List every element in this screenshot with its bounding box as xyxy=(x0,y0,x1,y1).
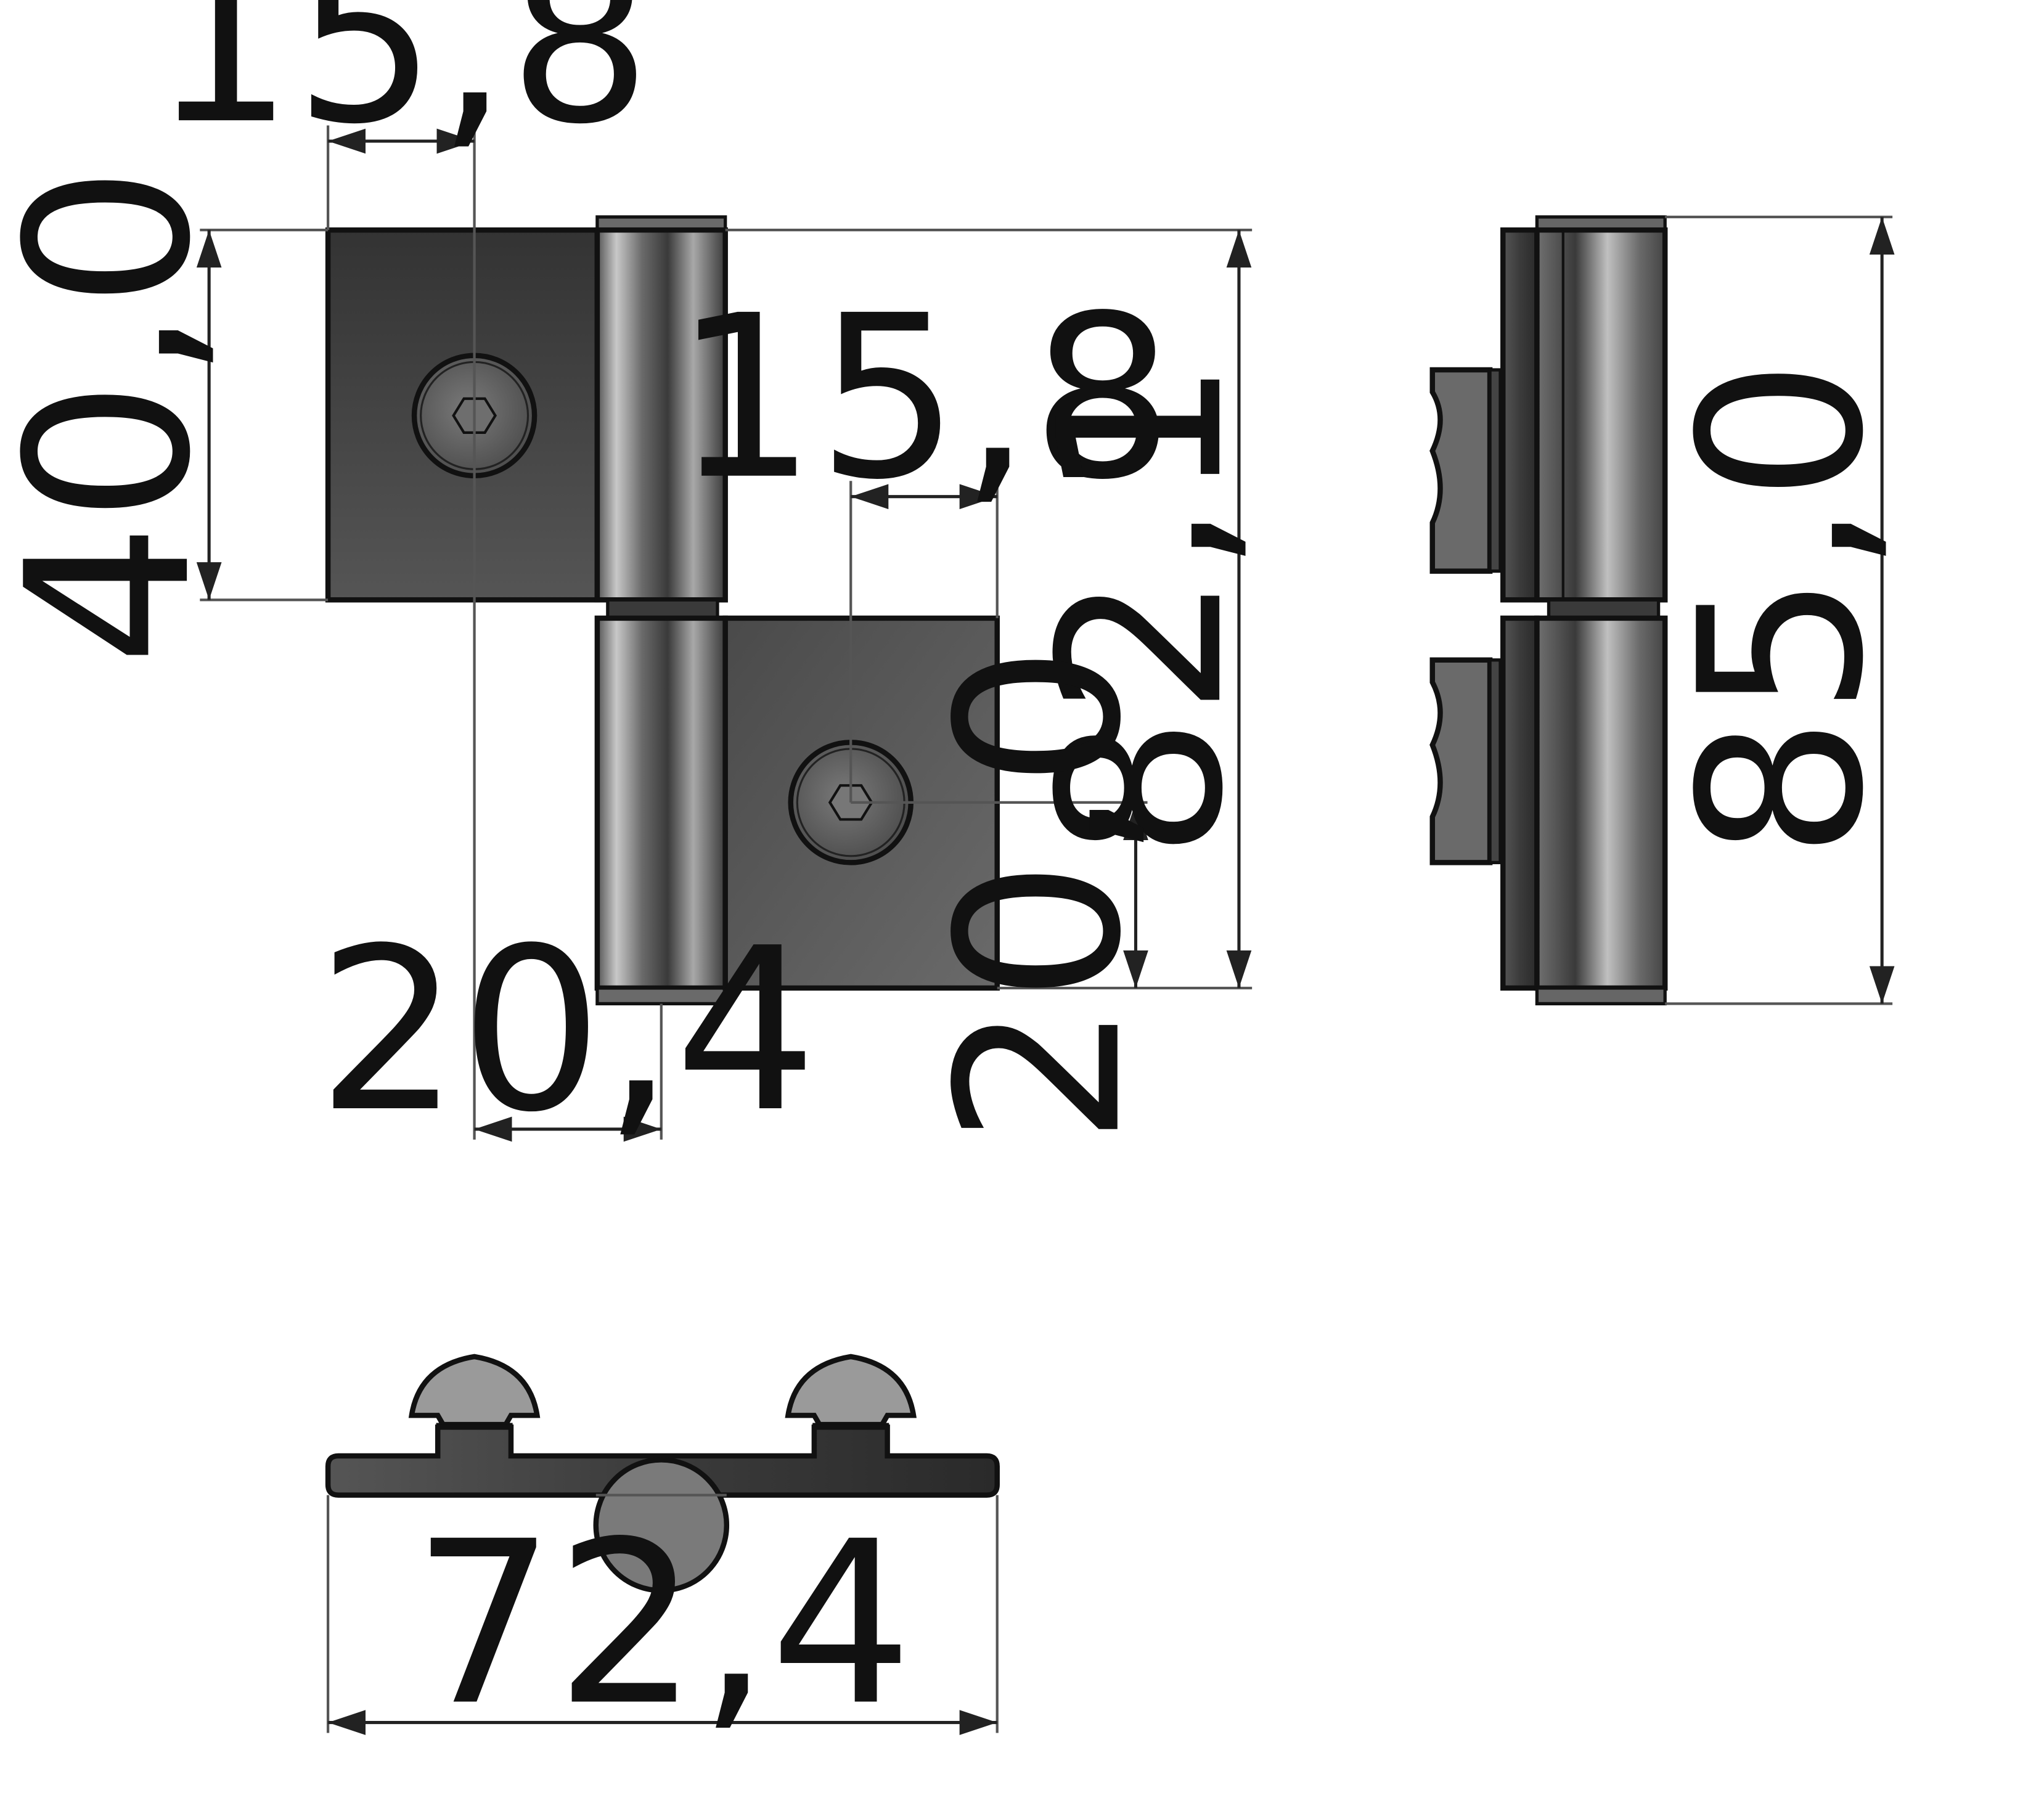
side-barrel-bottom xyxy=(1534,615,1668,991)
dim-top-leaf-hole-offset: 15,8 xyxy=(151,0,652,174)
front-view: 15,8 40,0 15,8 82,1 20,0 20,4 xyxy=(0,0,1273,1162)
dim-hole-height-from-bottom: 20,0 xyxy=(909,645,1171,1145)
t-nut-top xyxy=(1429,367,1502,574)
dim-overall-width: 72,4 xyxy=(412,1493,913,1755)
dim-overall-height-front: 82,1 xyxy=(1011,359,1273,859)
top-barrel xyxy=(594,215,728,620)
dim-top-leaf-height: 40,0 xyxy=(0,165,240,666)
hinge-knuckle xyxy=(593,1457,730,1593)
top-view: 72,4 xyxy=(325,1354,1000,1755)
side-barrel-top xyxy=(1534,227,1668,603)
side-leaf-edge xyxy=(1500,227,1540,603)
bottom-barrel xyxy=(594,615,728,1006)
dim-bottom-leaf-hole-offset: 15,8 xyxy=(674,268,1174,529)
side-view: 85,0 xyxy=(1429,215,1913,1006)
dim-overall-height-side: 85,0 xyxy=(1651,359,1913,859)
dim-hole-to-hinge-axis: 20,4 xyxy=(317,900,817,1162)
t-nut-bottom xyxy=(1429,657,1502,865)
